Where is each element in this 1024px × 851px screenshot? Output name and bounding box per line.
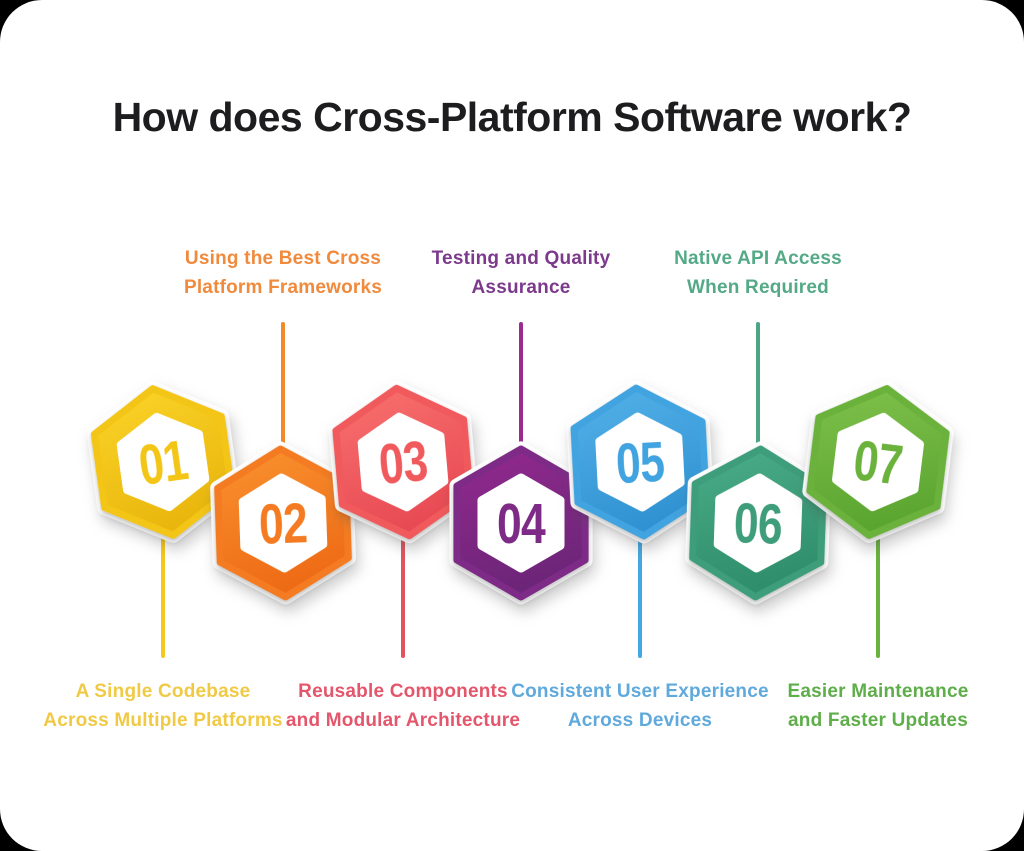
hexagon-inner-white: [357, 412, 449, 512]
step-number: 02: [258, 491, 308, 556]
step-label-03: Reusable Components and Modular Architect…: [243, 677, 563, 735]
page-title: How does Cross-Platform Software work?: [112, 94, 912, 140]
step-label-line2: Platform Frameworks: [183, 277, 383, 298]
hexagon-step-01: 01: [86, 381, 240, 543]
connector-line-04: [519, 322, 523, 462]
step-label-line1: Reusable Components: [298, 681, 508, 702]
step-label-line1: Testing and Quality: [431, 248, 611, 269]
hexagon-inner-white: [238, 473, 328, 573]
hexagon-step-05: 05: [566, 380, 714, 544]
connector-line-07: [876, 505, 880, 658]
hexagon-step-06: 06: [685, 441, 831, 605]
step-label-line2: Assurance: [471, 277, 571, 298]
step-label-line2: When Required: [687, 277, 829, 298]
hexagon-inner-white: [832, 412, 924, 512]
step-number: 05: [614, 429, 665, 495]
hexagon-step-04: 04: [449, 441, 593, 605]
hexagon-inner-white: [595, 412, 685, 512]
step-number: 01: [135, 428, 191, 498]
connector-line-02: [281, 322, 285, 462]
step-number: 03: [376, 429, 429, 496]
step-label-line1: Easier Maintenance: [787, 681, 969, 702]
hexagon-inner-white: [713, 473, 803, 573]
hexagon-step-03: 03: [328, 380, 478, 544]
step-label-line2: and Modular Architecture: [285, 710, 521, 731]
step-label-line1: Native API Access: [674, 248, 842, 269]
hexagon-step-07: 07: [802, 381, 954, 543]
step-label-line1: Using the Best Cross: [184, 248, 382, 269]
step-label-line2: Across Devices: [567, 710, 713, 731]
step-label-07: Easier Maintenance and Faster Updates: [718, 677, 1024, 735]
step-label-line1: A Single Codebase: [75, 681, 251, 702]
step-number: 06: [733, 491, 783, 556]
hexagon-inner-white: [116, 412, 210, 512]
step-label-line2: Across Multiple Platforms: [43, 710, 283, 731]
step-label-line1: Consistent User Experience: [511, 681, 769, 702]
step-number: 04: [497, 492, 546, 556]
step-label-line2: and Faster Updates: [788, 710, 968, 731]
connector-line-05: [638, 505, 642, 658]
connector-line-03: [401, 505, 405, 658]
connector-line-06: [756, 322, 760, 462]
step-number: 07: [850, 428, 905, 497]
hexagon-inner-white: [477, 473, 565, 573]
connector-line-01: [161, 505, 165, 658]
